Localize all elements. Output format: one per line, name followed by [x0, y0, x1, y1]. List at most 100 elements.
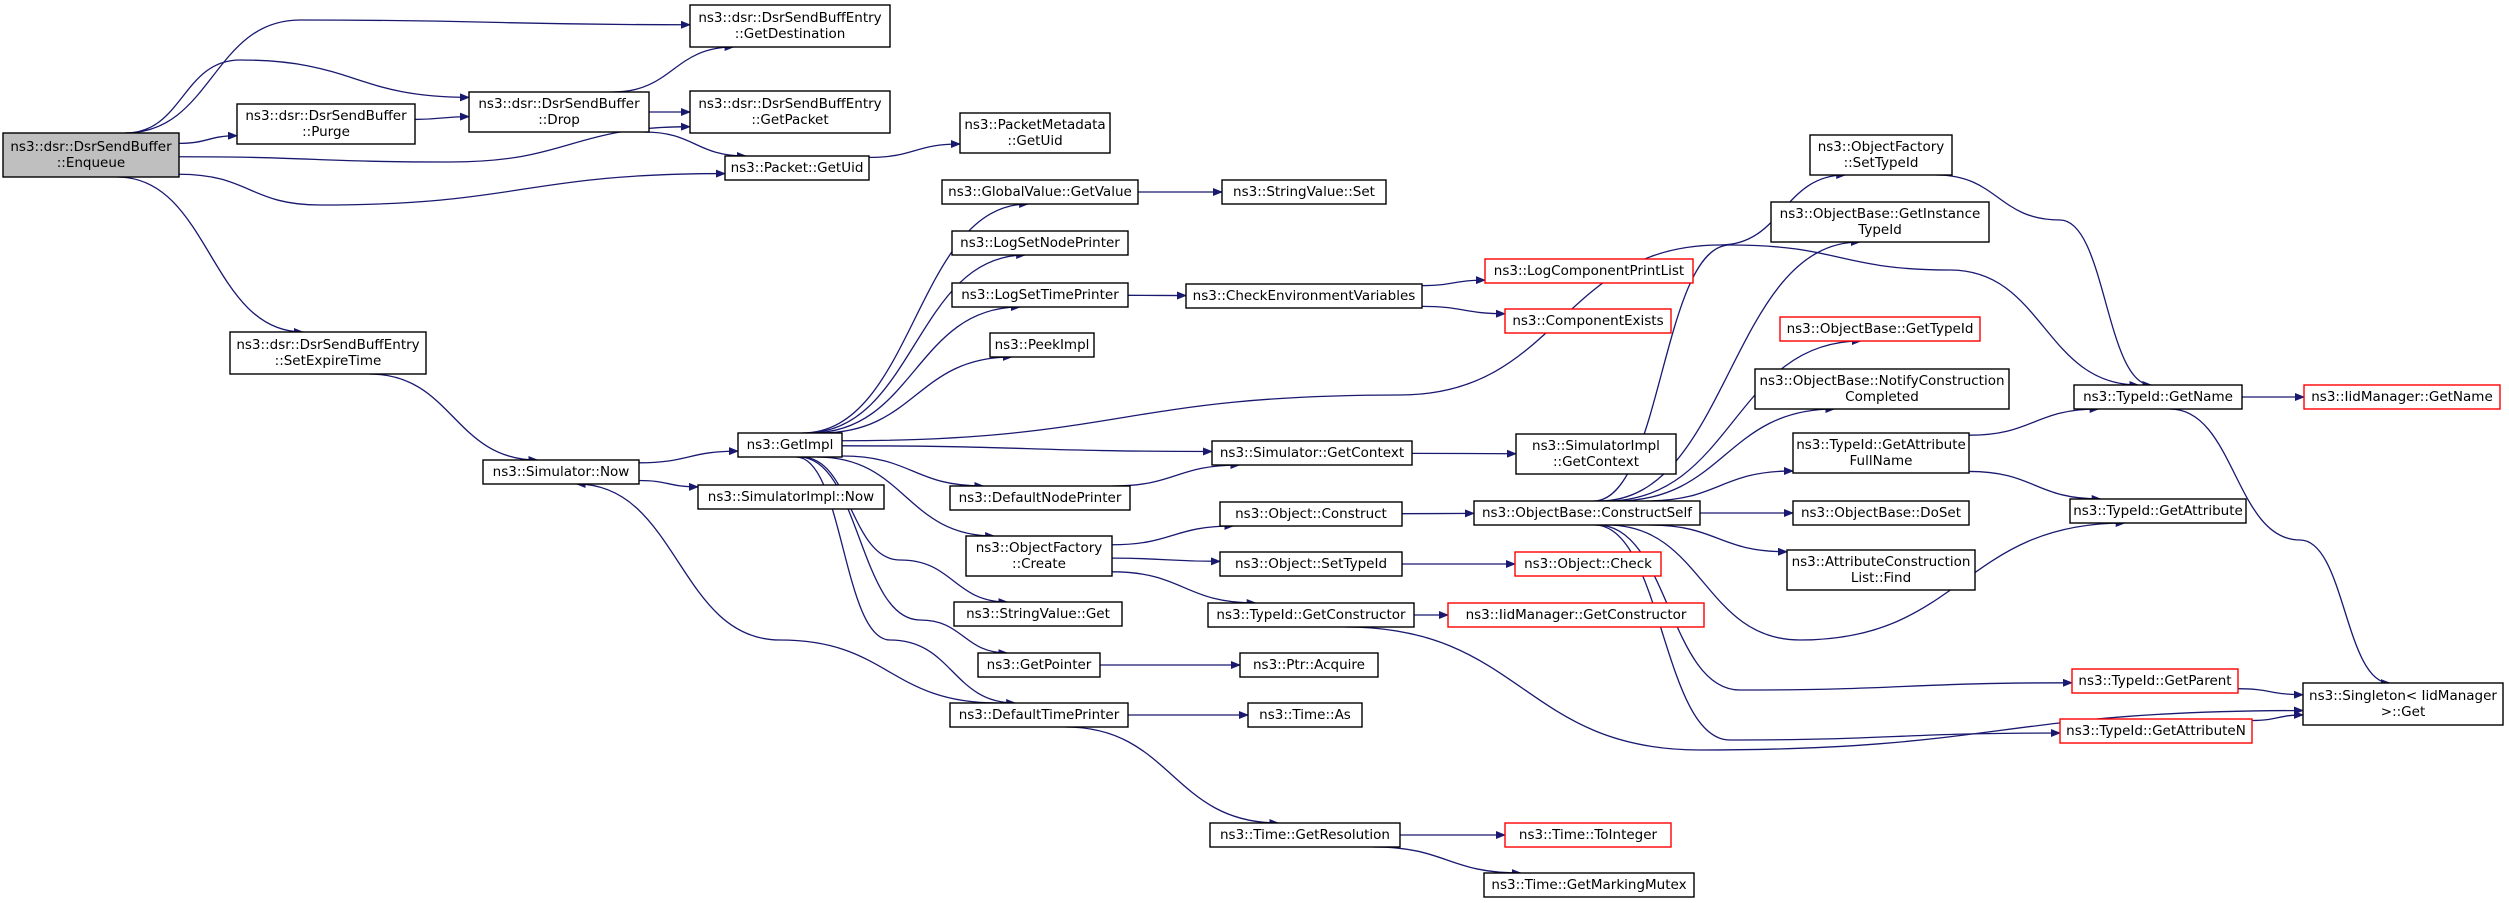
node-box[interactable] — [1221, 179, 1387, 205]
node-box[interactable] — [951, 230, 1129, 256]
node-typeid-get-attribute-n[interactable]: ns3::TypeId::GetAttributeN — [2059, 718, 2253, 744]
node-box[interactable] — [1209, 822, 1401, 848]
node-typeid-get-name[interactable]: ns3::TypeId::GetName — [2073, 384, 2243, 410]
node-box[interactable] — [468, 91, 650, 133]
node-box[interactable] — [1211, 440, 1413, 466]
node-box[interactable] — [1447, 602, 1705, 628]
node-time-as[interactable]: ns3::Time::As — [1247, 702, 1363, 728]
node-simulatorimpl-now[interactable]: ns3::SimulatorImpl::Now — [697, 484, 885, 510]
node-box[interactable] — [482, 459, 640, 485]
node-default-node-printer[interactable]: ns3::DefaultNodePrinter — [949, 485, 1131, 511]
node-box[interactable] — [941, 179, 1139, 205]
node-box[interactable] — [236, 103, 416, 145]
node-box[interactable] — [1484, 258, 1694, 284]
node-box[interactable] — [1792, 432, 1970, 474]
node-objectbase-get-type-id[interactable]: ns3::ObjectBase::GetTypeId — [1779, 316, 1981, 342]
node-time-get-marking-mutex[interactable]: ns3::Time::GetMarkingMutex — [1483, 872, 1695, 898]
node-object-check[interactable]: ns3::Object::Check — [1514, 551, 1662, 577]
node-drop[interactable]: ns3::dsr::DsrSendBuffer::Drop — [468, 91, 650, 133]
node-objectbase-construct-self[interactable]: ns3::ObjectBase::ConstructSelf — [1473, 500, 1701, 526]
node-box[interactable] — [2073, 384, 2243, 410]
node-box[interactable] — [1473, 500, 1701, 526]
node-box[interactable] — [1483, 872, 1695, 898]
node-simulatorimpl-get-context[interactable]: ns3::SimulatorImpl::GetContext — [1515, 433, 1677, 475]
node-get-impl[interactable]: ns3::GetImpl — [737, 432, 843, 458]
node-log-component-print-list[interactable]: ns3::LogComponentPrintList — [1484, 258, 1694, 284]
node-stringvalue-set[interactable]: ns3::StringValue::Set — [1221, 179, 1387, 205]
node-box[interactable] — [1207, 602, 1415, 628]
node-object-factory-create[interactable]: ns3::ObjectFactory::Create — [965, 535, 1113, 577]
node-box[interactable] — [965, 535, 1113, 577]
node-iidmanager-get-constructor[interactable]: ns3::IidManager::GetConstructor — [1447, 602, 1705, 628]
node-set-expire-time[interactable]: ns3::dsr::DsrSendBuffEntry::SetExpireTim… — [229, 331, 427, 375]
node-box[interactable] — [1515, 433, 1677, 475]
node-box[interactable] — [2059, 718, 2253, 744]
node-typeid-get-parent[interactable]: ns3::TypeId::GetParent — [2071, 668, 2239, 694]
node-box[interactable] — [229, 331, 427, 375]
node-ptr-acquire[interactable]: ns3::Ptr::Acquire — [1239, 652, 1379, 678]
node-get-destination[interactable]: ns3::dsr::DsrSendBuffEntry::GetDestinati… — [689, 4, 891, 48]
node-typeid-get-constructor[interactable]: ns3::TypeId::GetConstructor — [1207, 602, 1415, 628]
node-log-set-time-printer[interactable]: ns3::LogSetTimePrinter — [951, 282, 1129, 308]
node-box[interactable] — [689, 90, 891, 134]
node-component-exists[interactable]: ns3::ComponentExists — [1504, 308, 1672, 334]
node-objectbase-do-set[interactable]: ns3::ObjectBase::DoSet — [1792, 500, 1970, 526]
node-get-packet[interactable]: ns3::dsr::DsrSendBuffEntry::GetPacket — [689, 90, 891, 134]
node-box[interactable] — [1514, 551, 1662, 577]
node-box[interactable] — [989, 332, 1095, 358]
node-box[interactable] — [1792, 500, 1970, 526]
node-globalvalue-getvalue[interactable]: ns3::GlobalValue::GetValue — [941, 179, 1139, 205]
node-time-get-resolution[interactable]: ns3::Time::GetResolution — [1209, 822, 1401, 848]
node-box[interactable] — [724, 155, 870, 181]
node-time-to-integer[interactable]: ns3::Time::ToInteger — [1504, 822, 1672, 848]
node-box[interactable] — [977, 652, 1101, 678]
node-typeid-get-attribute[interactable]: ns3::TypeId::GetAttribute — [2069, 498, 2247, 524]
node-box[interactable] — [1809, 134, 1953, 176]
node-peek-impl[interactable]: ns3::PeekImpl — [989, 332, 1095, 358]
node-packet-getuid[interactable]: ns3::Packet::GetUid — [724, 155, 870, 181]
node-box[interactable] — [737, 432, 843, 458]
node-box[interactable] — [959, 112, 1111, 154]
node-box[interactable] — [2069, 498, 2247, 524]
node-object-construct[interactable]: ns3::Object::Construct — [1219, 501, 1403, 527]
node-box[interactable] — [1754, 368, 2010, 410]
node-box[interactable] — [1770, 201, 1990, 243]
node-purge[interactable]: ns3::dsr::DsrSendBuffer::Purge — [236, 103, 416, 145]
node-box[interactable] — [1786, 549, 1976, 591]
node-stringvalue-get[interactable]: ns3::StringValue::Get — [953, 601, 1123, 627]
node-box[interactable] — [1504, 822, 1672, 848]
node-box[interactable] — [1779, 316, 1981, 342]
node-box[interactable] — [949, 702, 1129, 728]
node-get-pointer[interactable]: ns3::GetPointer — [977, 652, 1101, 678]
node-box[interactable] — [1239, 652, 1379, 678]
node-box[interactable] — [1247, 702, 1363, 728]
node-simulator-get-context[interactable]: ns3::Simulator::GetContext — [1211, 440, 1413, 466]
node-packetmetadata-getuid[interactable]: ns3::PacketMetadata::GetUid — [959, 112, 1111, 154]
node-box[interactable] — [949, 485, 1131, 511]
node-box[interactable] — [951, 282, 1129, 308]
node-box[interactable] — [2303, 384, 2501, 410]
node-log-set-node-printer[interactable]: ns3::LogSetNodePrinter — [951, 230, 1129, 256]
node-box[interactable] — [1219, 501, 1403, 527]
node-objectbase-notify-construction-completed[interactable]: ns3::ObjectBase::NotifyConstructionCompl… — [1754, 368, 2010, 410]
node-simulator-now[interactable]: ns3::Simulator::Now — [482, 459, 640, 485]
node-object-set-type-id[interactable]: ns3::Object::SetTypeId — [1219, 551, 1403, 577]
node-singleton-iidmanager-get[interactable]: ns3::Singleton< IidManager>::Get — [2302, 682, 2504, 726]
node-box[interactable] — [697, 484, 885, 510]
node-box[interactable] — [1504, 308, 1672, 334]
node-box[interactable] — [1185, 283, 1423, 309]
node-box[interactable] — [1219, 551, 1403, 577]
node-box[interactable] — [953, 601, 1123, 627]
node-box[interactable] — [2, 132, 180, 178]
node-box[interactable] — [689, 4, 891, 48]
node-check-env-vars[interactable]: ns3::CheckEnvironmentVariables — [1185, 283, 1423, 309]
node-default-time-printer[interactable]: ns3::DefaultTimePrinter — [949, 702, 1129, 728]
node-box[interactable] — [2302, 682, 2504, 726]
node-box[interactable] — [2071, 668, 2239, 694]
node-objectfactory-set-type-id[interactable]: ns3::ObjectFactory::SetTypeId — [1809, 134, 1953, 176]
node-enqueue[interactable]: ns3::dsr::DsrSendBuffer::Enqueue — [2, 132, 180, 178]
node-iidmanager-get-name[interactable]: ns3::IidManager::GetName — [2303, 384, 2501, 410]
